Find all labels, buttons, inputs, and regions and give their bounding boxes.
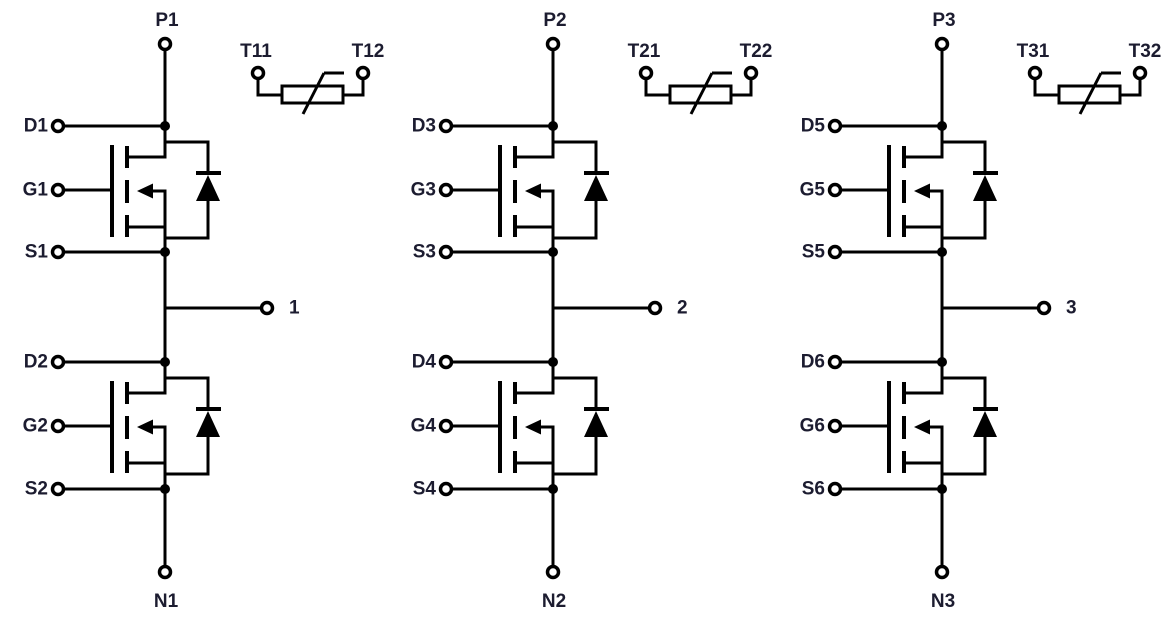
phase-3-labels: P3 N3 D5 G5 S5 D6 G6 S6 3 T31 T32: [800, 10, 1162, 612]
low-side-gate-label: G6: [800, 416, 825, 437]
half-bridge-symbol: [827, 36, 1148, 580]
thermistor-terminal-2-label: T12: [352, 41, 385, 62]
low-side-gate-label: G2: [23, 416, 48, 437]
thermistor-terminal-1-label: T31: [1017, 41, 1050, 62]
p-terminal-label: P2: [543, 10, 566, 31]
output-terminal-label: 1: [289, 298, 300, 319]
high-side-gate-label: G1: [23, 180, 49, 201]
high-side-gate-label: G3: [411, 180, 436, 201]
phase-1-labels: P1 N1 D1 G1 S1 D2 G2 S2 1 T11 T12: [23, 10, 385, 612]
thermistor-terminal-2-label: T22: [740, 41, 773, 62]
n-terminal-label: N3: [931, 591, 955, 612]
low-side-source-label: S2: [25, 479, 48, 500]
p-terminal-label: P1: [155, 10, 179, 31]
circuit-phase-2: P2 N2 D3 G3 S3 D4 G4 S4 2 T21 T22: [411, 10, 773, 612]
thermistor-terminal-1-label: T11: [240, 41, 272, 62]
thermistor-terminal-1-label: T21: [628, 41, 661, 62]
output-terminal-label: 3: [1066, 298, 1077, 319]
high-side-gate-label: G5: [800, 180, 826, 201]
low-side-drain-label: D2: [24, 352, 48, 373]
half-bridge-symbol: [50, 36, 371, 580]
low-side-source-label: S6: [802, 479, 825, 500]
low-side-drain-label: D6: [801, 352, 825, 373]
circuit-phase-3: P3 N3 D5 G5 S5 D6 G6 S6 3 T31 T32: [800, 10, 1162, 612]
low-side-gate-label: G4: [411, 416, 437, 437]
high-side-drain-label: D1: [24, 116, 49, 137]
n-terminal-label: N1: [154, 591, 179, 612]
high-side-source-label: S3: [413, 242, 436, 263]
high-side-source-label: S5: [802, 242, 826, 263]
low-side-source-label: S4: [413, 479, 437, 500]
p-terminal-label: P3: [932, 10, 955, 31]
n-terminal-label: N2: [542, 591, 566, 612]
high-side-drain-label: D5: [801, 116, 826, 137]
high-side-source-label: S1: [25, 242, 49, 263]
output-terminal-label: 2: [677, 298, 688, 319]
thermistor-terminal-2-label: T32: [1129, 41, 1162, 62]
high-side-drain-label: D3: [412, 116, 436, 137]
phase-2-labels: P2 N2 D3 G3 S3 D4 G4 S4 2 T21 T22: [411, 10, 773, 612]
low-side-drain-label: D4: [412, 352, 437, 373]
circuit-phase-1: P1 N1 D1 G1 S1 D2 G2 S2 1 T11 T12: [23, 10, 385, 612]
half-bridge-symbol: [438, 36, 759, 580]
